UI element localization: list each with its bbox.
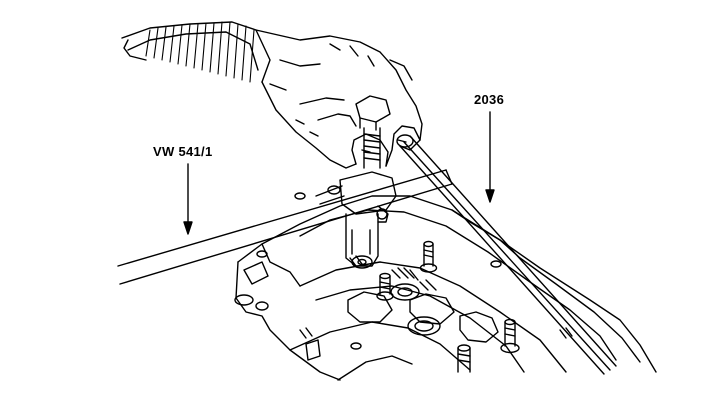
arrow-2036 xyxy=(485,189,495,203)
callout-leaders xyxy=(183,111,495,235)
callout-label-vw-541-1: VW 541/1 xyxy=(153,144,213,159)
head-studs xyxy=(256,192,520,373)
valve-spring-cup xyxy=(390,283,441,336)
lever-vw-541-1 xyxy=(117,169,453,285)
arrow-vw-541-1 xyxy=(183,221,193,235)
cylinder-head xyxy=(234,195,657,381)
support-bar-2036 xyxy=(396,134,617,375)
adjusting-bolt xyxy=(355,95,391,169)
callout-label-2036: 2036 xyxy=(474,92,505,107)
sleeve-hatching xyxy=(145,21,255,83)
compressor-fork xyxy=(315,171,397,269)
gloved-hand xyxy=(121,21,423,169)
